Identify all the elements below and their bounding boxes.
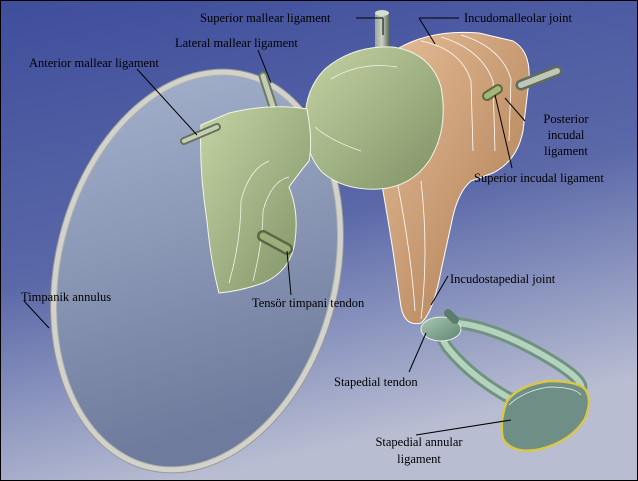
label-anterior-mallear-ligament: Anterior mallear ligament xyxy=(29,56,159,70)
label-lateral-mallear-ligament: Lateral mallear ligament xyxy=(175,36,298,50)
label-superior-incudal-ligament: Superior incudal ligament xyxy=(474,171,604,185)
stapedial-tendon-peg xyxy=(448,313,455,320)
label-stapedial-annular-ligament: Stapedial annular ligament xyxy=(359,434,479,468)
label-stapedial-tendon: Stapedial tendon xyxy=(334,375,418,389)
label-incudomalleolar-joint: Incudomalleolar joint xyxy=(464,11,572,25)
superior-incudal-ligament-peg xyxy=(487,89,498,96)
label-timpanik-annulus: Timpanik annulus xyxy=(21,290,111,304)
label-tensor-timpani-tendon: Tensör timpani tendon xyxy=(252,296,364,310)
label-superior-mallear-ligament: Superior mallear ligament xyxy=(200,11,331,25)
label-posterior-incudal-ligament: Posterior incudal ligament xyxy=(526,111,606,159)
label-incudostapedial-joint: Incudostapedial joint xyxy=(450,272,555,286)
